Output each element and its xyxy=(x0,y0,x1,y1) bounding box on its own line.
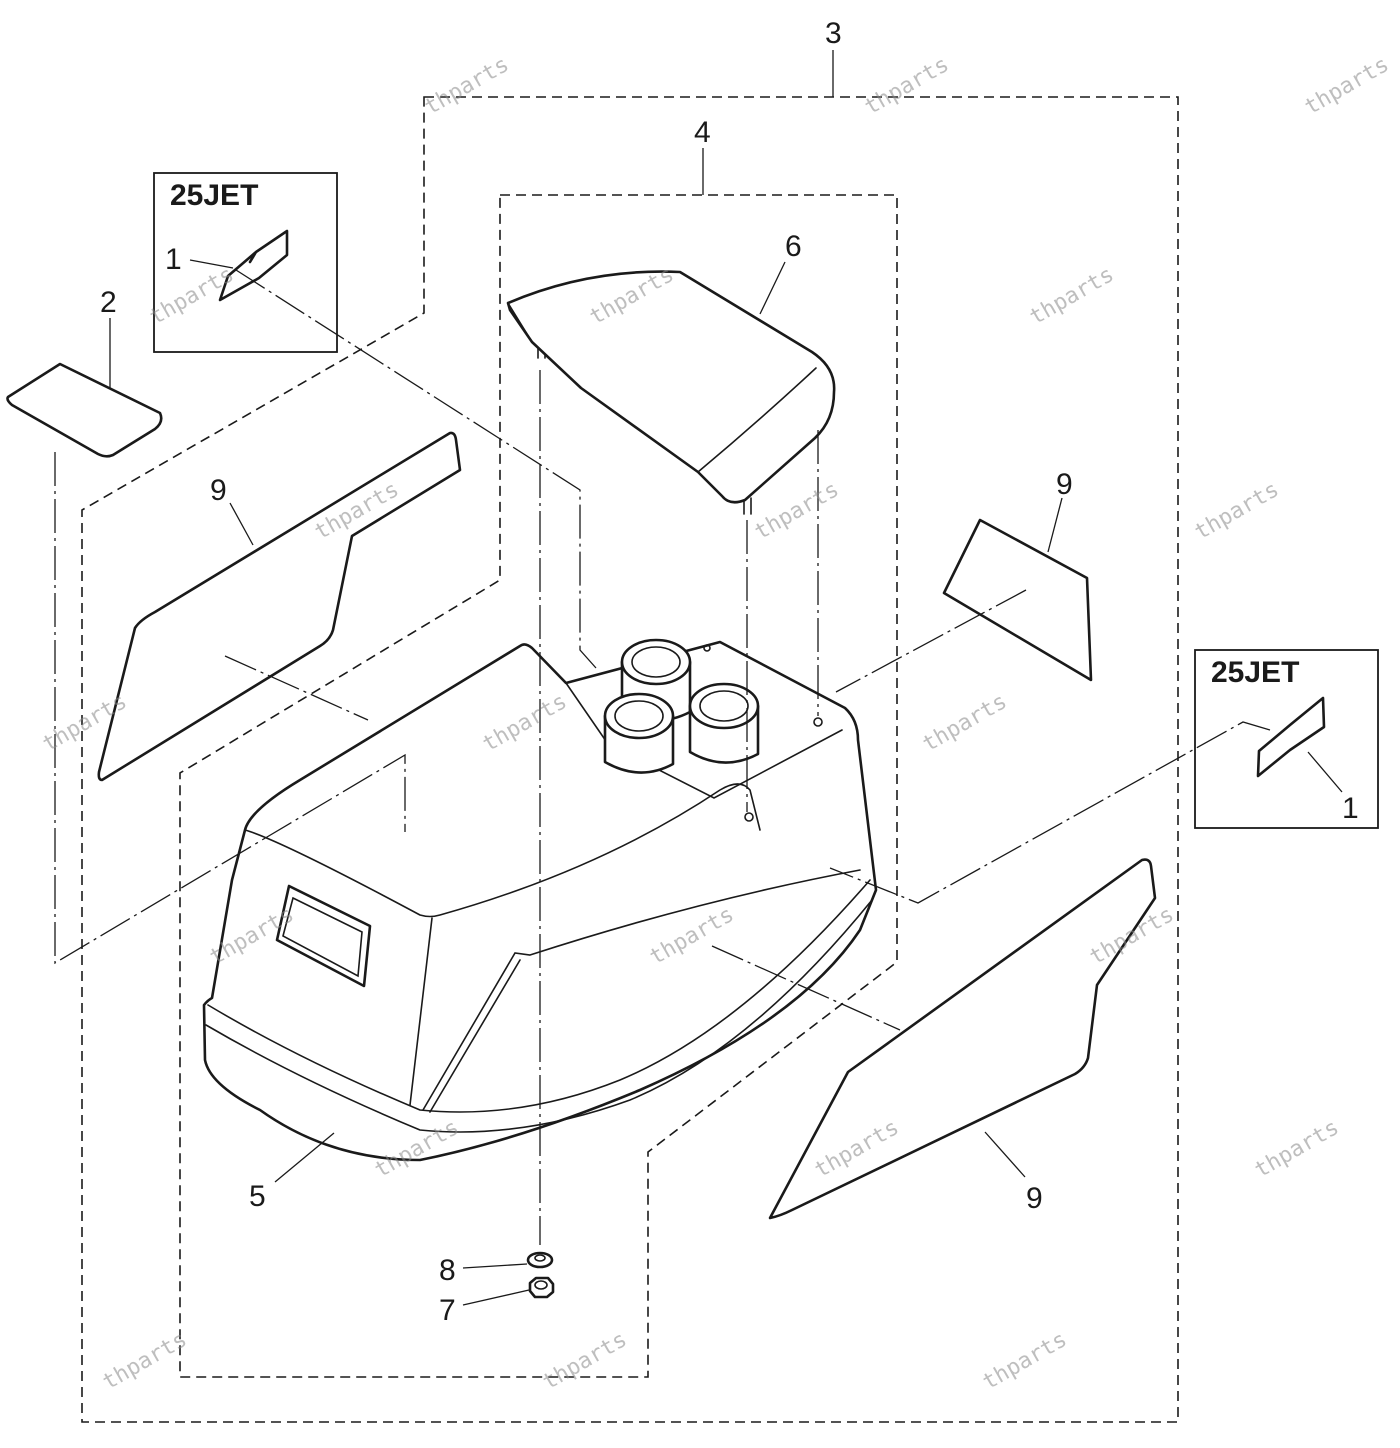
model-label-right: 25JET xyxy=(1211,656,1299,689)
model-box-right xyxy=(1194,649,1379,829)
leader-1-left xyxy=(189,259,234,269)
callout-9-upper: 9 xyxy=(210,474,227,507)
callout-7: 7 xyxy=(439,1294,456,1327)
center-line-decal9-lower xyxy=(711,945,901,1031)
decal-2 xyxy=(6,362,163,458)
top-cover-cap-6 xyxy=(506,270,836,515)
center-line-decal2 xyxy=(54,452,406,965)
leader-7 xyxy=(462,1289,530,1306)
watermark: thparts xyxy=(539,1327,632,1395)
washer-8 xyxy=(526,1251,554,1269)
callout-5: 5 xyxy=(249,1180,266,1213)
leader-1-right xyxy=(1307,751,1343,793)
watermark: thparts xyxy=(979,1327,1072,1395)
callout-1-left: 1 xyxy=(165,243,182,276)
watermark: thparts xyxy=(919,689,1012,757)
model-label-left: 25JET xyxy=(170,179,258,212)
center-line-decal1-left xyxy=(235,269,597,669)
callout-8: 8 xyxy=(439,1254,456,1287)
callout-9-right: 9 xyxy=(1056,468,1073,501)
callout-1-right: 1 xyxy=(1342,792,1359,825)
center-line-decal9-right xyxy=(835,589,1027,693)
callout-2: 2 xyxy=(100,286,117,319)
callout-6: 6 xyxy=(785,230,802,263)
group-4-boundary xyxy=(179,194,898,1378)
callout-9-lower: 9 xyxy=(1026,1182,1043,1215)
callout-3: 3 xyxy=(825,17,842,50)
center-line-decal9-upper xyxy=(224,655,369,721)
leader-9-upper xyxy=(229,502,254,546)
leader-9-lower xyxy=(984,1131,1026,1178)
watermark: thparts xyxy=(861,52,954,120)
lightning-decal-left xyxy=(218,229,289,302)
leader-9-right xyxy=(1047,497,1063,553)
watermark: thparts xyxy=(751,477,844,545)
watermark: thparts xyxy=(99,1327,192,1395)
watermark: thparts xyxy=(1191,477,1284,545)
side-decal-9-lower xyxy=(768,858,1157,1220)
leader-6 xyxy=(759,261,786,315)
watermark: thparts xyxy=(421,52,514,120)
center-line-decal1-right xyxy=(829,721,1271,904)
group-3-boundary xyxy=(81,96,1179,1423)
nut-7 xyxy=(528,1276,555,1299)
leader-8 xyxy=(462,1263,528,1269)
side-decal-9-upper xyxy=(97,431,462,782)
leader-5 xyxy=(274,1132,335,1183)
watermark: thparts xyxy=(1251,1115,1344,1183)
lightning-decal-right xyxy=(1256,696,1326,778)
watermark: thparts xyxy=(1026,262,1119,330)
watermark: thparts xyxy=(1301,52,1394,120)
model-box-left xyxy=(153,172,338,353)
side-decal-9-right xyxy=(942,518,1093,682)
callout-4: 4 xyxy=(694,116,711,149)
